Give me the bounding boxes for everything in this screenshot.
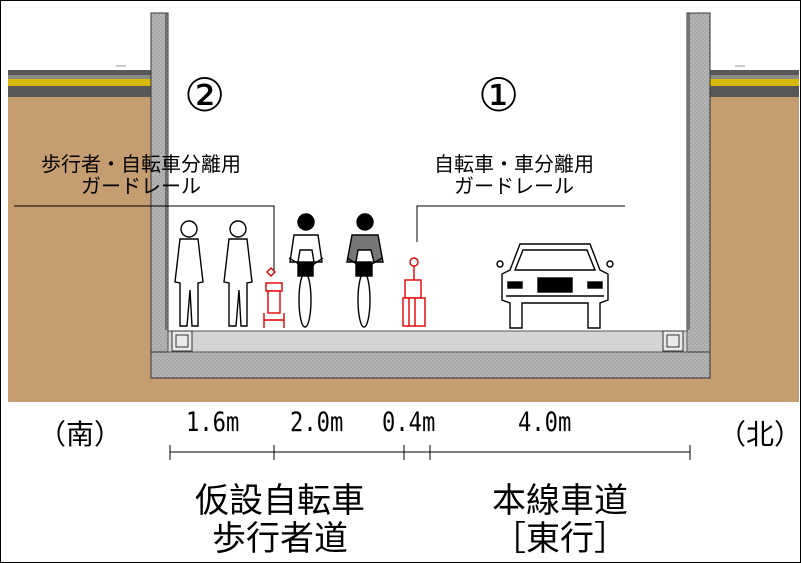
guardrail-bike-car-label: 自転車・車分離用 ガードレール (403, 153, 625, 197)
zone-1-marker: ① (478, 68, 520, 122)
guardrail-ped-bike-label: 歩行者・自転車分離用 ガードレール (5, 153, 277, 197)
left-road-surface (8, 65, 151, 97)
width-sidewalk: 1.6m (186, 407, 240, 438)
road-pavement (167, 330, 688, 353)
south-label: （南） (38, 418, 123, 451)
guardrail-bike-car-line-1: 自転車・車分離用 (434, 152, 594, 176)
dimension-lines (169, 445, 691, 460)
width-buffer: 0.4m (382, 407, 436, 438)
guardrail-ped-bike-line-1: 歩行者・自転車分離用 (41, 152, 241, 176)
right-road-surface (710, 65, 799, 97)
cyclist-figure-1 (288, 213, 324, 328)
left-wall (150, 12, 169, 379)
temp-path-line-1: 仮設自転車 (195, 481, 365, 521)
soil-ground (8, 97, 799, 402)
main-road-label: 本線車道 ［東行］ (460, 482, 660, 558)
pedestrian-figure-1 (174, 220, 204, 327)
temp-path-label: 仮設自転車 歩行者道 (170, 482, 390, 558)
main-road-line-1: 本線車道 (492, 481, 628, 521)
guardrail-bike-car-line-2: ガードレール (454, 174, 574, 198)
temp-path-line-2: 歩行者道 (212, 519, 348, 559)
width-bikeway: 2.0m (290, 407, 344, 438)
width-roadway: 4.0m (518, 407, 572, 438)
car-figure (496, 243, 614, 329)
bottom-slab (150, 351, 711, 379)
guardrail-ped-bike-line-2: ガードレール (81, 174, 201, 198)
guardrail-ped-bike (263, 267, 285, 328)
north-label: （北） (718, 418, 801, 451)
zone-2-marker: ② (184, 68, 226, 122)
leader-lines (14, 205, 625, 270)
pedestrian-figure-2 (223, 220, 253, 327)
main-road-line-2: ［東行］ (492, 519, 628, 559)
right-wall (686, 12, 711, 379)
cyclist-figure-2 (346, 213, 384, 328)
guardrail-bike-car (402, 257, 426, 327)
